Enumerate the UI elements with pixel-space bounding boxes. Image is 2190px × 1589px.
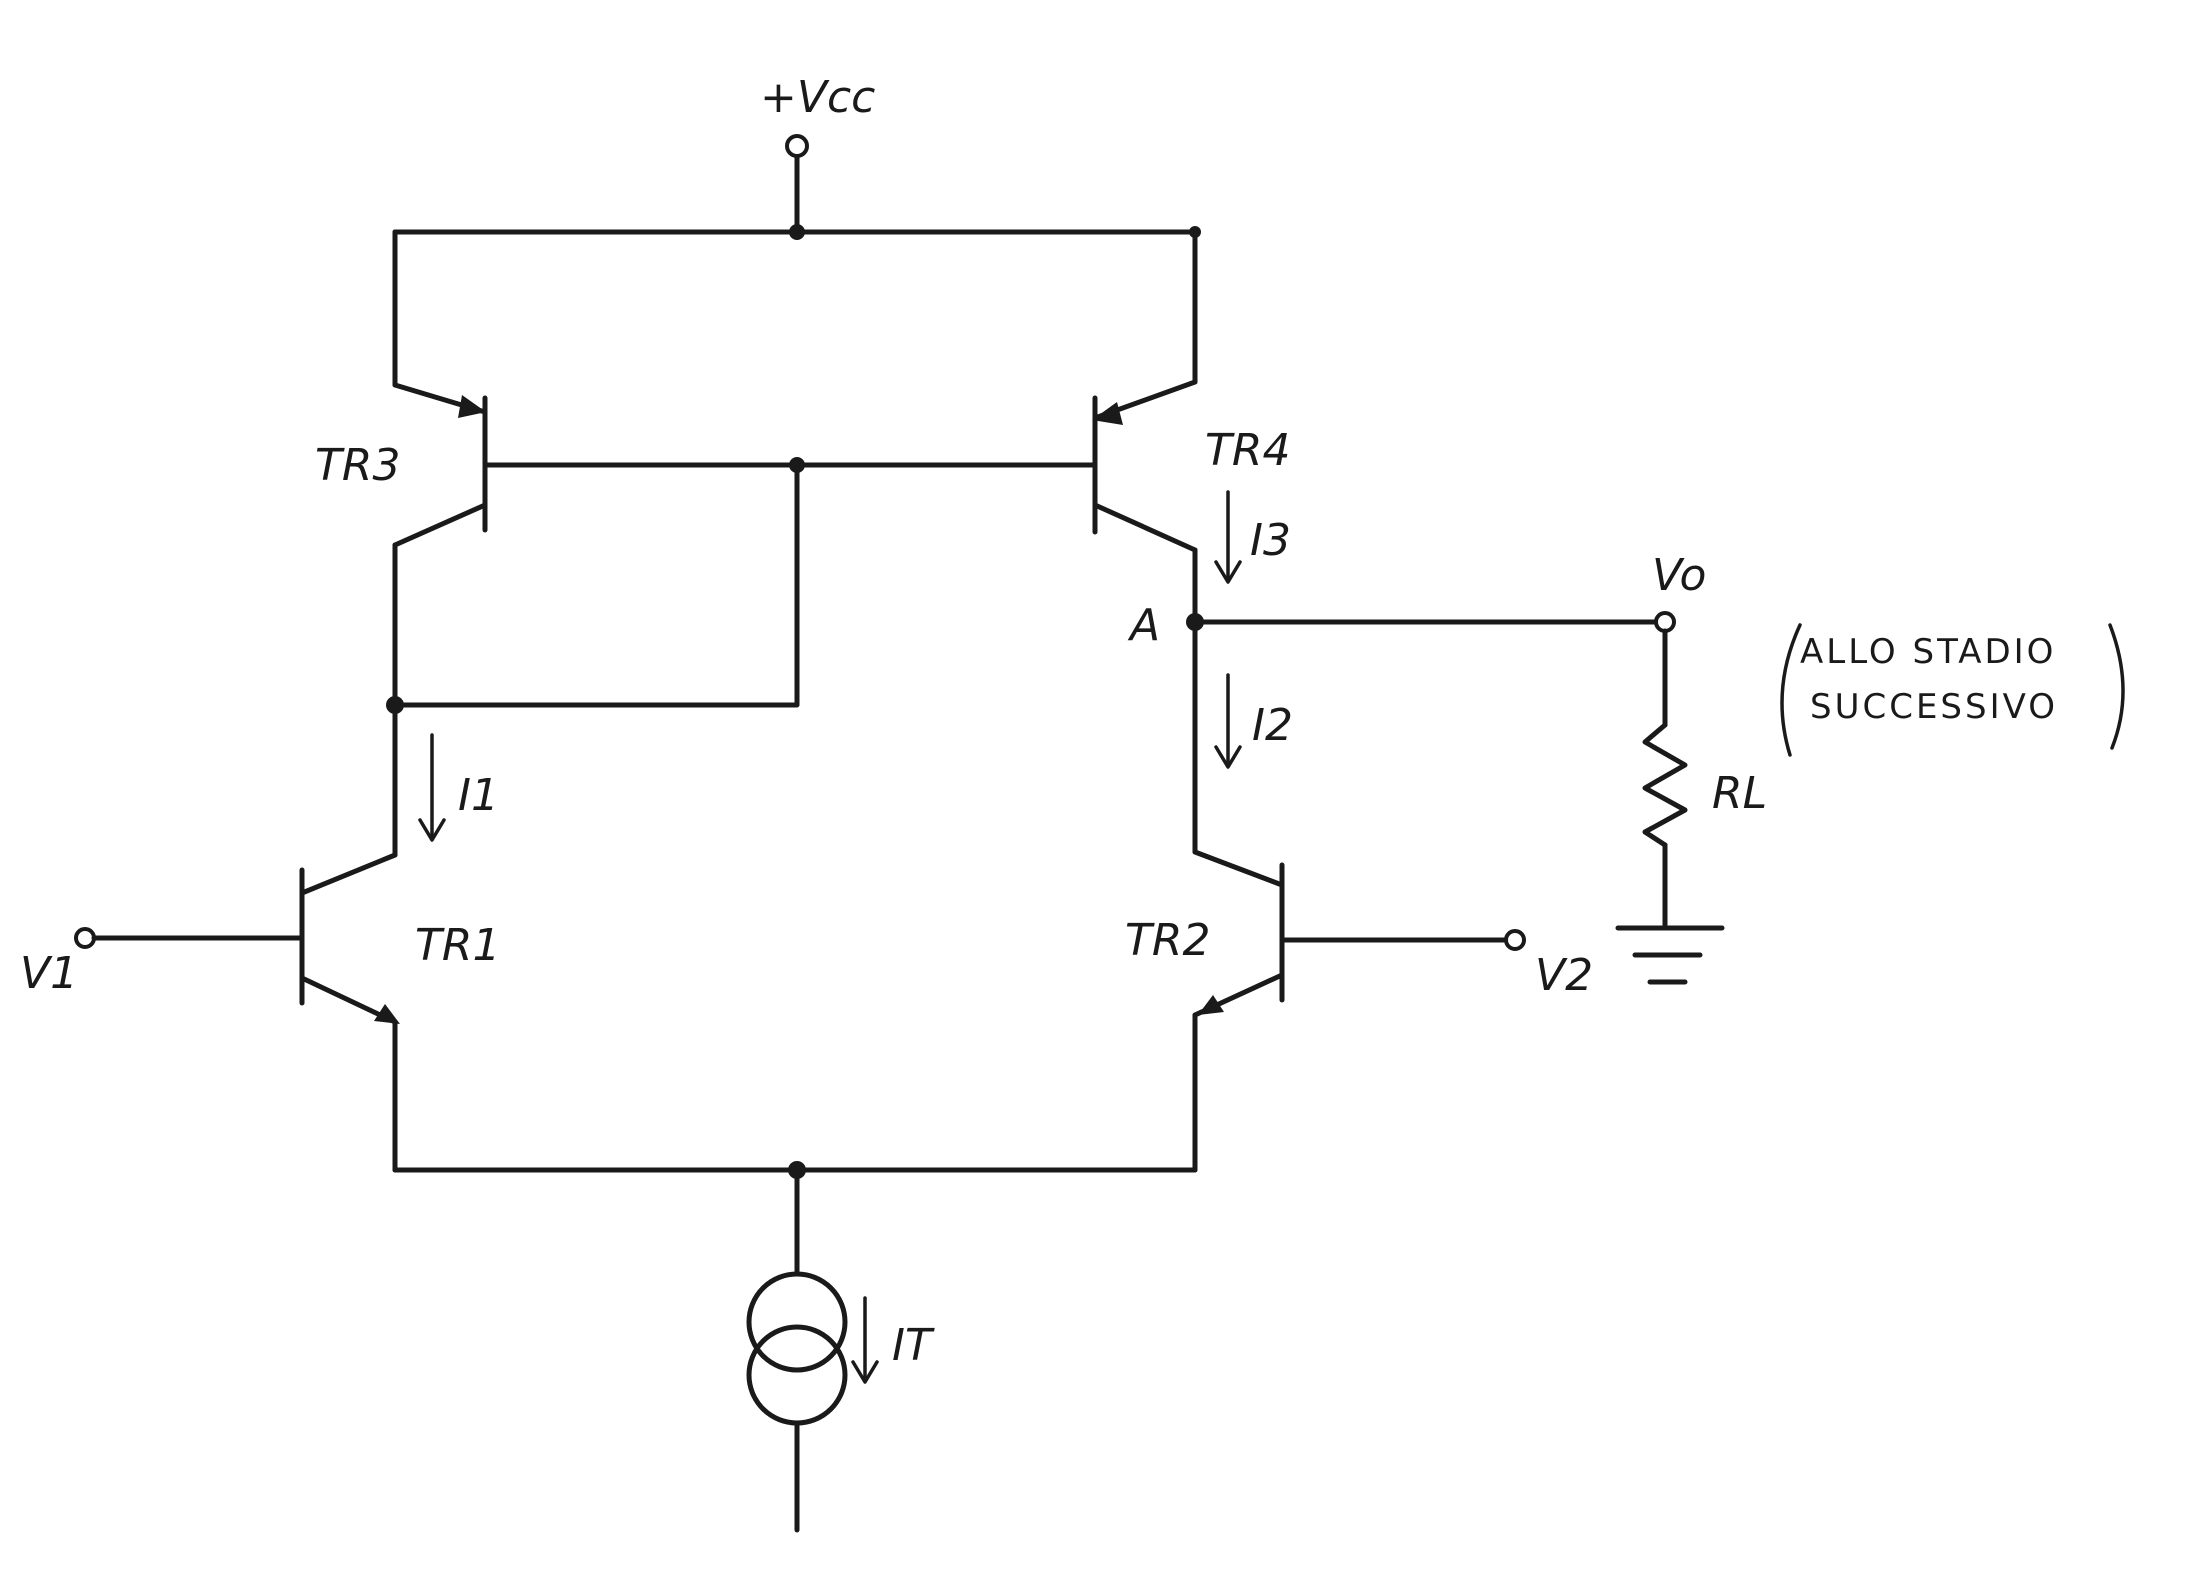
vcc-terminal[interactable] xyxy=(785,134,809,158)
current-source-it: IT xyxy=(746,1167,935,1533)
note-line1: ALLO STADIO xyxy=(1800,632,2056,672)
vcc-supply: +Vcc xyxy=(760,72,875,235)
tr1-label: TR1 xyxy=(415,920,500,971)
v1-input: V1 xyxy=(20,927,305,999)
note-line2: SUCCESSIVO xyxy=(1810,687,2058,727)
transistor-tr3: TR3 xyxy=(315,229,488,708)
i2-label: I2 xyxy=(1252,700,1293,751)
source-circle-top xyxy=(746,1271,848,1373)
current-i2: I2 xyxy=(1214,673,1293,769)
i3-label: I3 xyxy=(1250,515,1291,566)
tr1-emitter-arrow xyxy=(374,1004,400,1024)
it-label: IT xyxy=(892,1320,935,1371)
transistor-tr2: TR2 xyxy=(1125,619,1285,1173)
tr2-emitter-arrow xyxy=(1198,995,1224,1015)
vo-label: Vo xyxy=(1652,550,1706,601)
v2-terminal[interactable] xyxy=(1504,929,1526,951)
source-circle-bottom xyxy=(746,1324,848,1426)
vo-terminal[interactable] xyxy=(1654,611,1676,633)
current-i3: I3 xyxy=(1214,490,1291,584)
vcc-label: +Vcc xyxy=(760,72,875,123)
rl-label: RL xyxy=(1712,768,1767,819)
tr4-emitter-arrow xyxy=(1092,402,1123,425)
note-left-paren xyxy=(1780,623,1802,757)
i1-label: I1 xyxy=(458,770,499,821)
load-resistor: RL xyxy=(1642,628,1767,928)
transistor-tr1: TR1 xyxy=(299,702,500,1173)
ground-symbol xyxy=(1615,925,1725,985)
diode-connection xyxy=(392,462,800,708)
node-a-label: A xyxy=(1127,600,1160,651)
output-note: ALLO STADIO SUCCESSIVO xyxy=(1780,623,2125,757)
tr3-emitter-arrow xyxy=(458,395,486,418)
transistor-tr4: TR4 xyxy=(1092,229,1290,625)
v2-input: V2 xyxy=(1279,929,1593,1001)
note-right-paren xyxy=(2108,623,2125,750)
tr2-label: TR2 xyxy=(1125,915,1210,966)
junction-vcc xyxy=(789,224,805,240)
v1-terminal[interactable] xyxy=(74,927,96,949)
v2-label: V2 xyxy=(1535,950,1593,1001)
tr4-label: TR4 xyxy=(1205,425,1290,476)
v1-label: V1 xyxy=(20,948,78,999)
current-i1: I1 xyxy=(418,733,499,842)
tr3-label: TR3 xyxy=(315,440,400,491)
